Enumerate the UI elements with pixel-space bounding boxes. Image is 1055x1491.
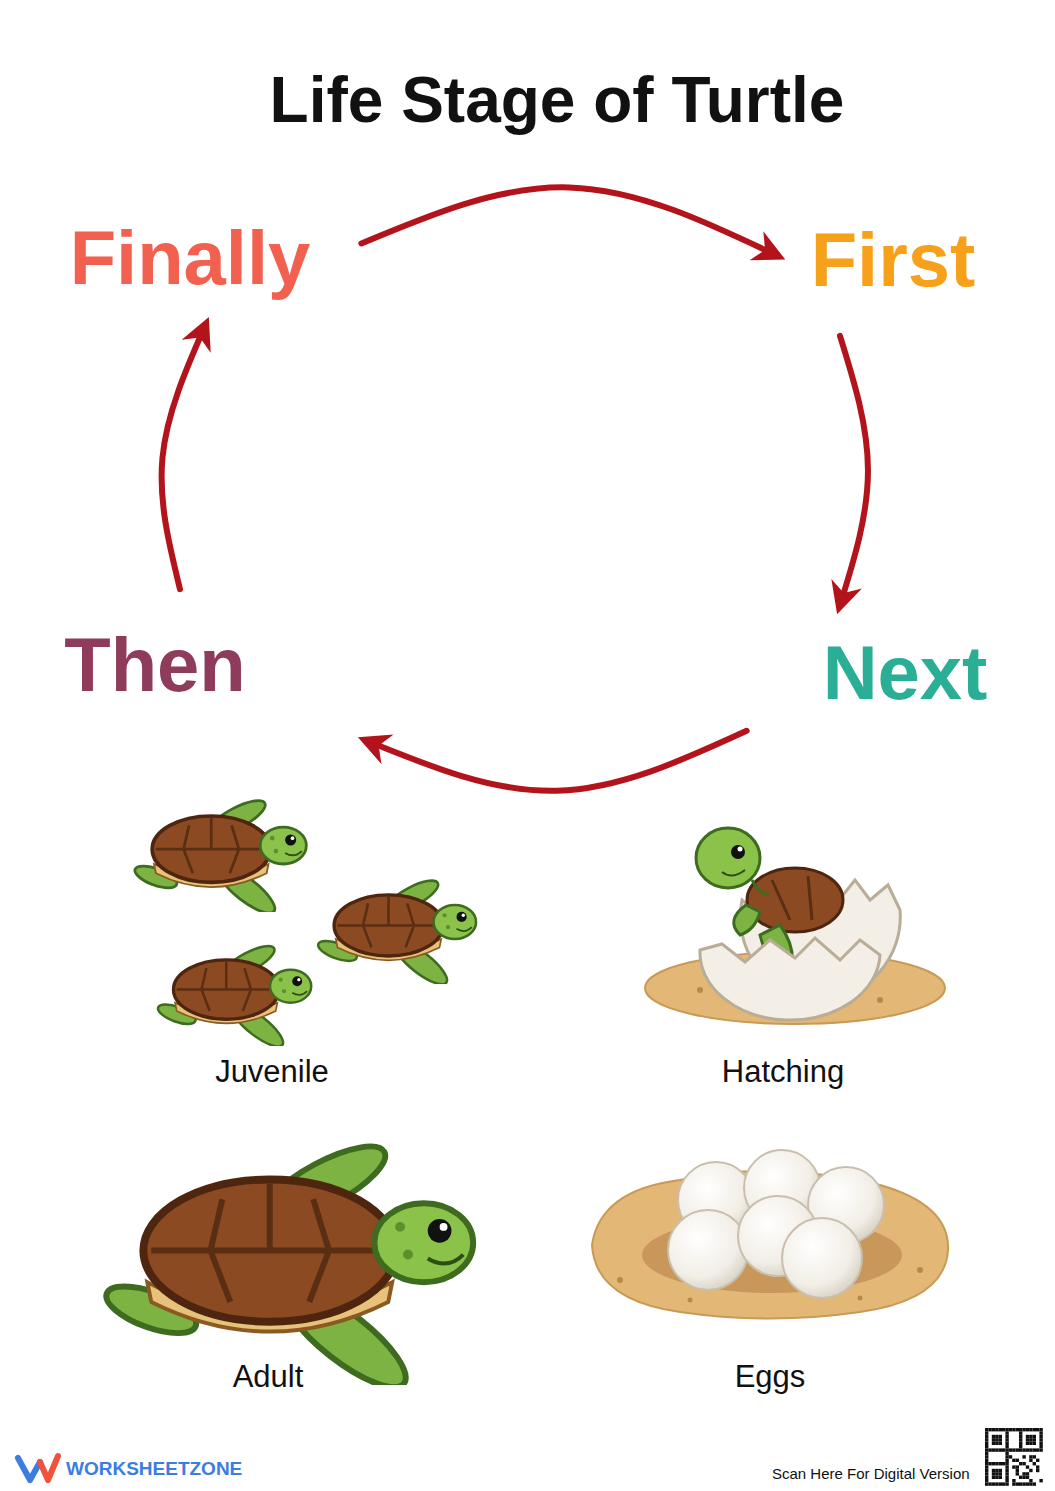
cycle-arrow	[162, 326, 205, 589]
stage-label: First	[811, 218, 976, 302]
title: Life Stage of Turtle	[270, 63, 845, 137]
egg-nest	[592, 1150, 948, 1319]
text-label: WORKSHEETZONE	[66, 1458, 242, 1480]
text-label: Hatching	[722, 1054, 844, 1090]
stage-label: Finally	[70, 216, 311, 300]
qr-code	[983, 1426, 1045, 1488]
text-label: Adult	[233, 1359, 304, 1395]
adult-turtle	[101, 1133, 474, 1403]
cycle-arrow	[367, 731, 747, 791]
cycle-arrow	[361, 187, 776, 255]
juvenile-turtle	[132, 794, 306, 920]
text-label: Eggs	[735, 1359, 806, 1395]
text-label: Scan Here For Digital Version	[772, 1465, 970, 1482]
juvenile-turtle	[316, 875, 476, 991]
cycle-arrow	[840, 336, 868, 605]
stage-label: Next	[823, 631, 988, 715]
stage-word: First	[805, 214, 982, 306]
stage-word: Next	[817, 627, 994, 719]
juvenile-turtle	[156, 940, 312, 1053]
hatching-egg	[645, 828, 945, 1024]
logo-mark	[18, 1456, 58, 1480]
stage-label: Then	[64, 623, 246, 707]
stage-word: Then	[58, 619, 252, 711]
text-label: Juvenile	[215, 1054, 329, 1090]
stage-word: Finally	[64, 212, 317, 304]
